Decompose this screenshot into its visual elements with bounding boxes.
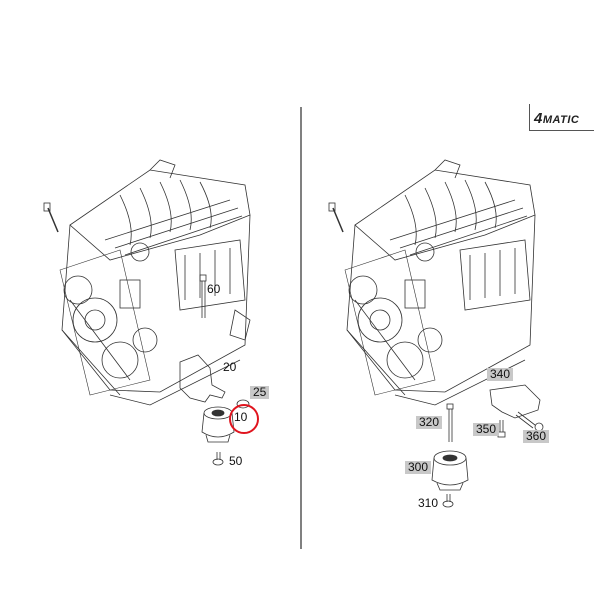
part-label-350[interactable]: 350 [473,423,500,436]
part-label-300[interactable]: 300 [405,461,432,474]
part-label-340[interactable]: 340 [487,368,514,381]
bracket-20-drawing [179,354,226,403]
screw-50-drawing [212,452,224,466]
bolt-60-drawing [199,274,207,318]
mount-300-drawing [431,450,469,491]
bracket-340-drawing [489,384,541,419]
part-label-25[interactable]: 25 [250,386,270,399]
part-label-60[interactable]: 60 [207,282,221,296]
selection-circle [229,404,259,434]
left-engine-drawing [43,159,251,406]
part-label-320[interactable]: 320 [416,416,443,429]
part-label-310[interactable]: 310 [418,496,439,510]
part-label-360[interactable]: 360 [523,430,550,443]
bolt-320-drawing [446,403,454,442]
right-engine-drawing [328,159,536,406]
variant-badge-4matic: 4MATIC [534,110,580,127]
mount-10-drawing [201,406,235,443]
panel-divider [300,107,302,549]
stud-350-drawing [497,420,506,438]
part-label-50[interactable]: 50 [229,454,243,468]
part-label-20[interactable]: 20 [223,360,237,374]
screw-310-drawing [442,494,454,508]
variant-badge-frame [529,104,594,131]
part-label-10[interactable]: 10 [234,410,248,424]
